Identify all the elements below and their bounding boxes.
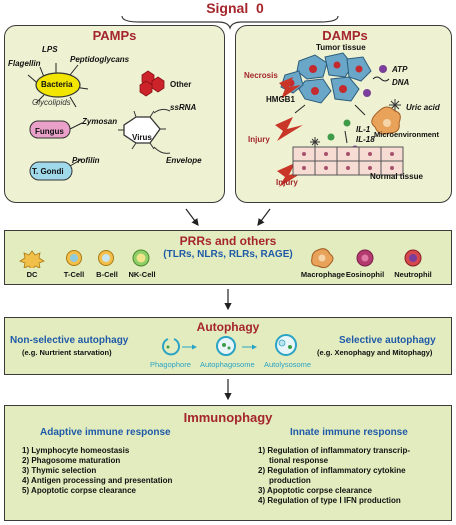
tumor-tissue-label: Tumor tissue bbox=[316, 43, 366, 52]
cell-label-tcell: T-Cell bbox=[63, 270, 85, 279]
adaptive-item: 2) Phagosome maturation bbox=[22, 456, 121, 465]
innate-item: 3) Apoptotic corpse clearance bbox=[258, 486, 372, 495]
nonselective-example: (e.g. Nurtrient starvation) bbox=[22, 348, 112, 357]
zymosan-label: Zymosan bbox=[82, 117, 118, 126]
envelope-label: Envelope bbox=[166, 156, 202, 165]
innate-item: tional response bbox=[269, 456, 329, 465]
arrows-to-prrs bbox=[185, 208, 271, 226]
adaptive-list: 1) Lymphocyte homeostasis 2) Phagosome m… bbox=[22, 446, 172, 496]
signal-brace bbox=[121, 15, 339, 30]
hmgb1-label: HMGB1 bbox=[266, 95, 295, 104]
selective-label: Selective autophagy bbox=[339, 335, 436, 346]
stage-autolysosome: Autolysosome bbox=[264, 360, 312, 369]
fungus-label: Fungus bbox=[35, 127, 64, 136]
signal-title: Signal 0 bbox=[206, 0, 264, 16]
injury-label-1: Injury bbox=[248, 135, 270, 144]
immune-cells bbox=[19, 248, 422, 268]
ssrna-label: ssRNA bbox=[170, 103, 197, 112]
cell-label-eosinophil: Eosinophil bbox=[345, 270, 385, 279]
stage-autophagosome: Autophagosome bbox=[200, 360, 255, 369]
cell-label-dc: DC bbox=[26, 270, 38, 279]
innate-item: 4) Regulation of type Ⅰ IFN production bbox=[258, 496, 401, 505]
arrow-to-autophagy bbox=[224, 289, 232, 311]
bacteria-label: Bacteria bbox=[41, 80, 73, 89]
innate-item: 2) Regulation of inflammatory cytokine bbox=[258, 466, 406, 475]
autophagy-title: Autophagy bbox=[196, 320, 260, 334]
pamps-illustration bbox=[27, 63, 171, 181]
profilin-label: Profilin bbox=[72, 156, 100, 165]
uric-acid-label: Uric acid bbox=[406, 103, 440, 112]
cell-label-bcell: B-Cell bbox=[96, 270, 118, 279]
adaptive-item: 5) Apoptotic corpse clearance bbox=[22, 486, 136, 495]
prrs-title: PRRs and others bbox=[179, 234, 277, 248]
tgondi-label: T. Gondi bbox=[32, 167, 64, 176]
flagellin-label: Flagellin bbox=[8, 59, 41, 68]
cell-label-macrophage: Macrophage bbox=[300, 270, 346, 279]
innate-item: production bbox=[269, 476, 311, 485]
normal-tissue-label: Normal tissue bbox=[370, 172, 423, 181]
cell-label-nkcell: NK-Cell bbox=[128, 270, 156, 279]
dna-label: DNA bbox=[392, 78, 410, 87]
autophagy-stages bbox=[162, 334, 297, 356]
immunophagy-title: Immunophagy bbox=[183, 410, 273, 425]
immunophagy-panel bbox=[4, 405, 452, 521]
arrow-to-immunophagy bbox=[224, 379, 232, 401]
adaptive-item: 3) Thymic selection bbox=[22, 466, 97, 475]
atp-label: ATP bbox=[392, 65, 408, 74]
peptidoglycans-label: Peptidoglycans bbox=[70, 55, 130, 64]
other-label: Other bbox=[170, 80, 192, 89]
selective-example: (e.g. Xenophagy and Mitophagy) bbox=[317, 348, 433, 357]
stage-phagophore: Phagophore bbox=[150, 360, 191, 369]
innate-list: 1) Regulation of inflammatory transcrip-… bbox=[258, 446, 410, 506]
damps-illustration bbox=[275, 52, 404, 187]
necrosis-label: Necrosis bbox=[244, 71, 278, 80]
il1-label: IL-1 bbox=[356, 125, 371, 134]
innate-item: 1) Regulation of inflammatory transcrip- bbox=[258, 446, 411, 455]
injury-label-2: Injury bbox=[276, 178, 298, 187]
pamps-title: PAMPs bbox=[92, 28, 137, 43]
adaptive-title: Adaptive immune response bbox=[40, 427, 171, 438]
prrs-subtitle: (TLRs, NLRs, RLRs, RAGE) bbox=[163, 249, 293, 260]
lps-label: LPS bbox=[42, 45, 58, 54]
microenvironment-label: Microenvironment bbox=[374, 130, 440, 139]
adaptive-item: 4) Antigen processing and presentation bbox=[22, 476, 173, 485]
innate-title: Innate immune response bbox=[290, 427, 408, 438]
damps-title: DAMPs bbox=[322, 28, 368, 43]
virus-label: Virus bbox=[132, 133, 152, 142]
nonselective-label: Non-selective autophagy bbox=[10, 335, 129, 346]
adaptive-item: 1) Lymphocyte homeostasis bbox=[22, 446, 130, 455]
glycolipids-label: Glycolipids bbox=[32, 98, 71, 107]
il18-label: IL-18 bbox=[356, 135, 375, 144]
cell-label-neutrophil: Neutrophil bbox=[394, 270, 432, 279]
